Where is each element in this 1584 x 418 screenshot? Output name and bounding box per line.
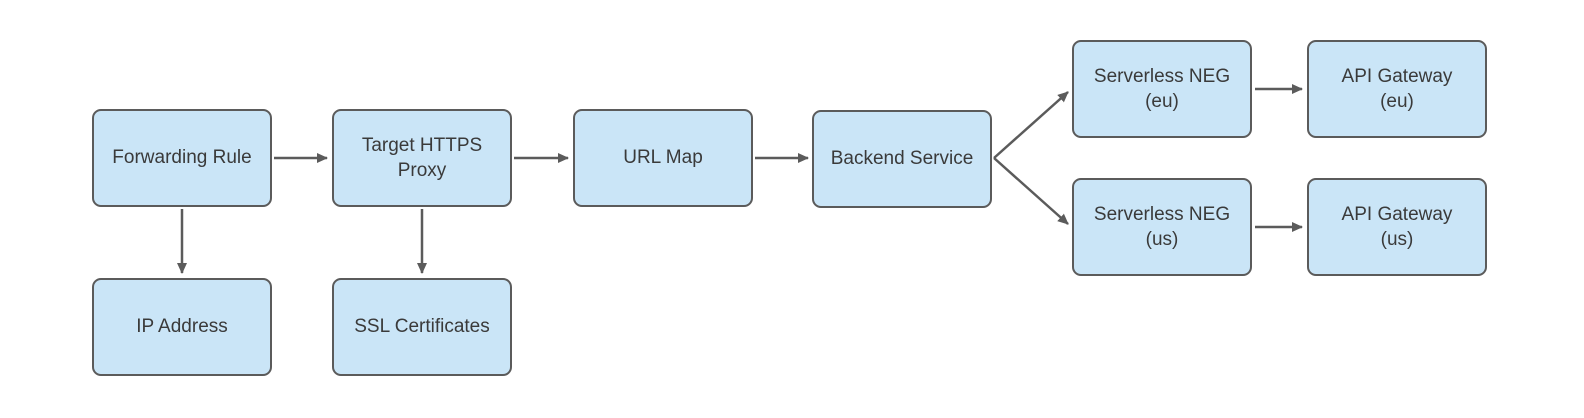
node-serverless-neg-us: Serverless NEG (us) [1072, 178, 1252, 276]
node-label: Serverless NEG (eu) [1093, 65, 1231, 112]
node-api-gateway-eu: API Gateway (eu) [1307, 40, 1487, 138]
node-label: Target HTTPS Proxy [361, 134, 483, 181]
arrow-backend-service-to-serverless-neg-us [993, 157, 1069, 225]
node-label: Forwarding Rule [112, 147, 252, 169]
node-forwarding-rule: Forwarding Rule [92, 109, 272, 207]
node-target-https-proxy: Target HTTPS Proxy [332, 109, 512, 207]
node-label: API Gateway (eu) [1341, 65, 1453, 112]
node-serverless-neg-eu: Serverless NEG (eu) [1072, 40, 1252, 138]
node-label: Backend Service [830, 148, 974, 170]
node-backend-service: Backend Service [812, 110, 992, 208]
node-label: IP Address [136, 316, 228, 338]
node-ip-address: IP Address [92, 278, 272, 376]
node-url-map: URL Map [573, 109, 753, 207]
node-label: Serverless NEG (us) [1093, 203, 1231, 250]
arrow-backend-service-to-serverless-neg-eu [993, 91, 1069, 159]
node-label: SSL Certificates [354, 316, 490, 338]
node-ssl-certificates: SSL Certificates [332, 278, 512, 376]
node-label: URL Map [623, 147, 703, 169]
node-label: API Gateway (us) [1341, 203, 1453, 250]
node-api-gateway-us: API Gateway (us) [1307, 178, 1487, 276]
